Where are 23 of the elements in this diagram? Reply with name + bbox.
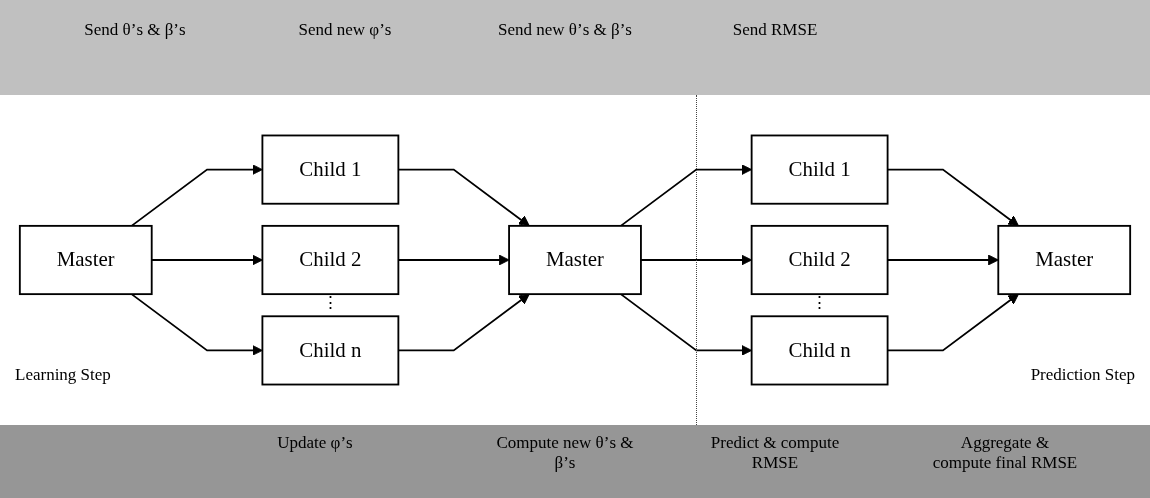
step-note: Send new θ’s & β’s xyxy=(497,20,633,40)
step-note: Update φ’s xyxy=(276,433,354,453)
node-box: Master xyxy=(508,224,642,296)
node-box: Child n xyxy=(750,315,889,386)
step-label: Learning Step xyxy=(15,365,112,385)
node-box: Child 2 xyxy=(750,224,889,296)
step-note: Compute new θ’s & β’s xyxy=(495,433,635,473)
arrow xyxy=(130,164,263,227)
step-note: Send RMSE xyxy=(731,20,819,40)
node-box: Child 1 xyxy=(261,134,400,205)
step-note: Aggregate & compute final RMSE xyxy=(931,433,1079,473)
node-box: Master xyxy=(997,224,1132,296)
ellipsis-mark: ⋮ xyxy=(810,293,830,313)
ellipsis-mark: ⋮ xyxy=(320,293,340,313)
step-note: Send θ’s & β’s xyxy=(83,20,187,40)
node-box: Child n xyxy=(261,315,400,386)
arrow xyxy=(130,293,263,356)
node-box: Child 1 xyxy=(750,134,889,205)
node-box: Child 2 xyxy=(261,224,400,296)
node-box: Master xyxy=(18,224,153,296)
step-note: Predict & compute RMSE xyxy=(709,433,841,473)
step-label: Prediction Step xyxy=(1029,365,1135,385)
step-note: Send new φ’s xyxy=(297,20,393,40)
